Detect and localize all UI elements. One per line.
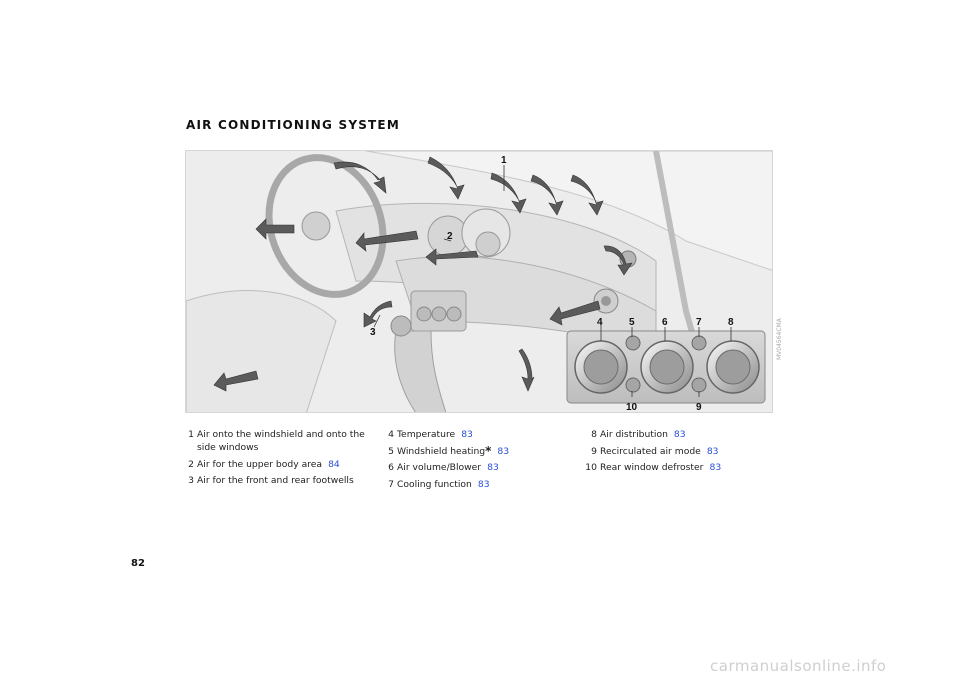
callout-3: 3 — [370, 327, 376, 338]
page-link[interactable]: 83 — [673, 429, 686, 440]
section-title: AIR CONDITIONING SYSTEM — [186, 118, 400, 132]
callout-9: 9 — [696, 402, 702, 413]
legend-item-5: 5 Windshield heating*83 — [388, 443, 510, 458]
page-link[interactable]: 84 — [328, 458, 340, 470]
page-link[interactable]: 83 — [487, 462, 499, 473]
page-link[interactable]: 83 — [497, 445, 510, 457]
image-code: MV04564CMA — [776, 318, 783, 360]
callout-2: 2 — [447, 231, 453, 242]
dashboard-illustration: 1 2 3 4 5 6 7 8 9 10 — [185, 150, 773, 413]
page-link[interactable]: 83 — [477, 478, 490, 490]
optional-star: * — [485, 443, 492, 458]
page-link[interactable]: 83 — [706, 445, 719, 457]
callout-10: 10 — [626, 402, 638, 413]
page-link[interactable]: 83 — [709, 462, 722, 473]
legend-column-1: 1 Air onto the windshield and onto the s… — [182, 428, 367, 491]
callout-5: 5 — [629, 317, 635, 328]
callout-1: 1 — [501, 155, 507, 166]
dashboard-drawing: 1 2 3 4 5 6 7 8 9 10 — [186, 151, 772, 413]
page-number: 82 — [131, 558, 145, 569]
legend-item-3: 3 Air for the front and rear footwells — [188, 475, 354, 486]
callout-7: 7 — [696, 317, 702, 328]
legend-item-1: 1 Air onto the windshield and onto the s… — [188, 429, 365, 453]
callout-8: 8 — [728, 317, 734, 328]
page-link[interactable]: 83 — [461, 429, 473, 440]
callout-6: 6 — [662, 317, 668, 328]
watermark: carmanualsonline.info — [710, 657, 887, 675]
callout-4: 4 — [597, 317, 603, 328]
